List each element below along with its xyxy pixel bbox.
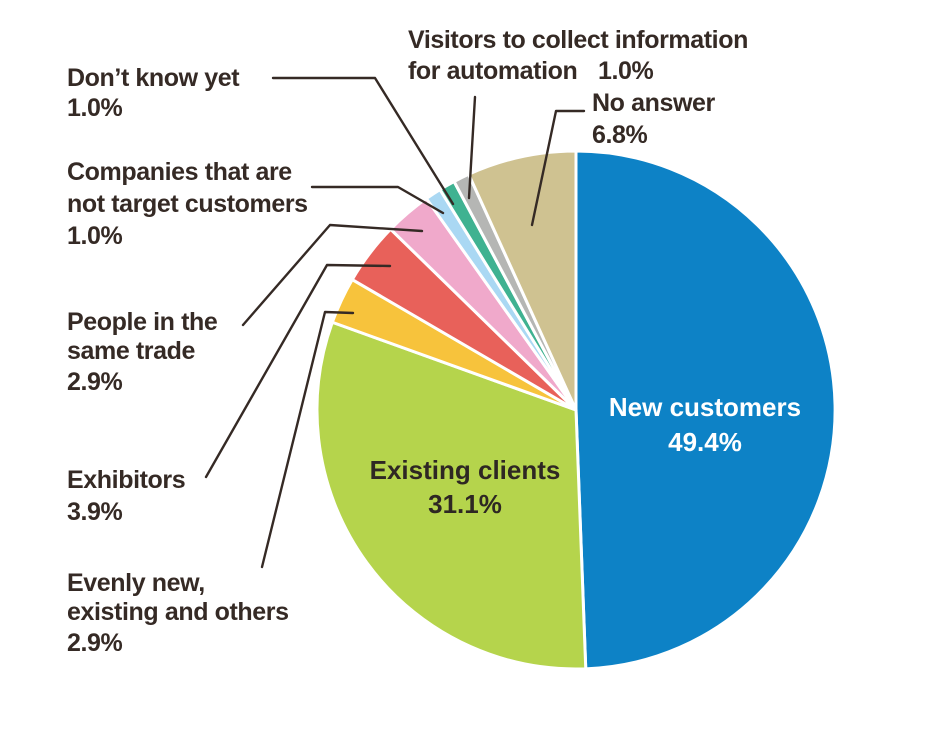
slice-labels: New customers 49.4% Existing clients 31.1% E… <box>67 26 801 657</box>
slice-label-companies-not-target-customers-line3: 1.0% <box>67 222 123 250</box>
leader-lines <box>204 76 586 569</box>
pie-slices <box>315 149 837 671</box>
leader-line-dont-know-yet <box>271 76 455 206</box>
pie-slice-new-customers <box>574 149 837 671</box>
slice-label-companies-not-target-customers-line1: Companies that are <box>67 158 292 186</box>
slice-label-new-customers-line2: 49.4% <box>668 427 742 457</box>
pie-slice-existing-clients <box>315 320 588 671</box>
slice-label-new-customers-line1: New customers <box>609 392 801 422</box>
slice-label-no-answer-line2: 6.8% <box>592 121 648 149</box>
slice-label-people-in-same-trade-line1: People in the <box>67 308 218 336</box>
slice-label-exhibitors-line2: 3.9% <box>67 498 123 526</box>
leader-line-no-answer <box>530 109 586 227</box>
slice-label-no-answer-line1: No answer <box>592 89 715 117</box>
leader-line-people-in-same-trade <box>241 223 424 327</box>
slice-label-existing-clients-line2: 31.1% <box>428 489 502 519</box>
slice-label-evenly-new-existing-others-line1: Evenly new, <box>67 569 205 597</box>
leader-line-visitors-collect-information <box>467 95 477 200</box>
leader-line-companies-not-target-customers <box>310 185 445 215</box>
slice-label-visitors-collect-information-line3: 1.0% <box>598 57 654 85</box>
slice-label-dont-know-yet-line1: Don’t know yet <box>67 64 240 92</box>
slice-label-exhibitors-line1: Exhibitors <box>67 466 185 494</box>
slice-label-dont-know-yet-line2: 1.0% <box>67 94 123 122</box>
leader-line-exhibitors <box>204 263 392 479</box>
slice-label-people-in-same-trade-line2: same trade <box>67 337 196 365</box>
slice-label-evenly-new-existing-others-line3: 2.9% <box>67 629 123 657</box>
slice-label-existing-clients-line1: Existing clients <box>370 455 561 485</box>
slice-label-people-in-same-trade-line3: 2.9% <box>67 368 123 396</box>
leader-line-evenly-new-existing-others <box>260 310 355 569</box>
slice-label-companies-not-target-customers-line2: not target customers <box>67 190 308 218</box>
slice-label-visitors-collect-information-line1: Visitors to collect information <box>408 26 748 54</box>
slice-label-evenly-new-existing-others-line2: existing and others <box>67 598 289 626</box>
slice-label-visitors-collect-information-line2: for automation <box>408 57 577 85</box>
